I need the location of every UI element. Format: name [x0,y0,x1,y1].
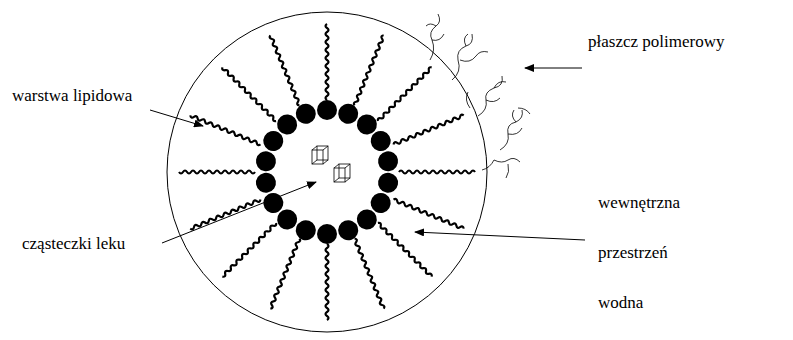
callout-label: cząsteczki leku [22,234,125,254]
leader-arrow [150,110,203,126]
lipid-heads [254,100,399,244]
liposome-outline [167,12,487,332]
leader-arrow [525,68,582,69]
lipid-tails [179,24,475,320]
callout-label: wewnętrzna przestrzeń wodna [598,178,698,328]
callout-label: płaszcz polimerowy [588,32,724,52]
polymer-coat [426,14,530,178]
drug-crystals [312,146,350,182]
leader-arrow [415,232,585,240]
callout-label: warstwa lipidowa [12,86,132,106]
leader-arrow [162,182,316,243]
